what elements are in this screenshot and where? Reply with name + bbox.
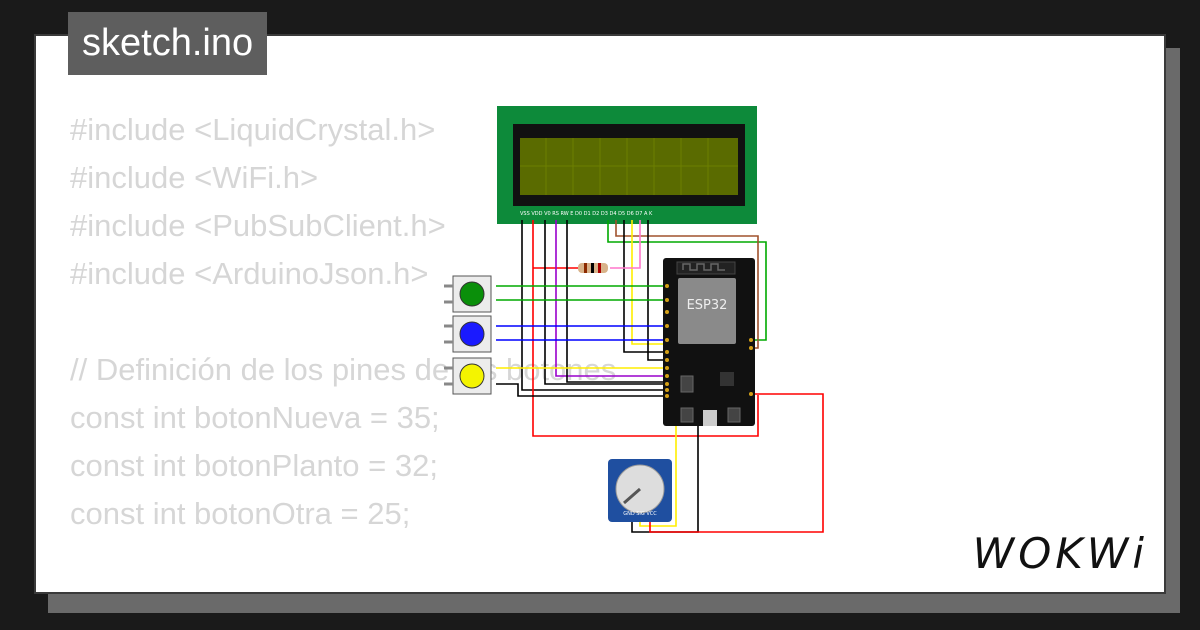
lcd-pin-labels: VSS VDD V0 RS RW E D0 D1 D2 D3 D4 D5 D6 …	[520, 211, 653, 217]
code-preview: #include <LiquidCrystal.h> #include <WiFi…	[70, 106, 616, 592]
lcd-display[interactable]: VSS VDD V0 RS RW E D0 D1 D2 D3 D4 D5 D6 …	[497, 106, 757, 224]
code-line: #include <PubSubClient.h>	[70, 208, 446, 243]
esp32-board[interactable]: ESP32	[663, 258, 755, 426]
code-line: #include <LiquidCrystal.h>	[70, 112, 436, 147]
button-blue[interactable]	[444, 315, 492, 353]
potentiometer[interactable]: GND SIG VCC	[608, 459, 672, 522]
code-line: const int botonNueva = 35;	[70, 400, 440, 435]
resistor[interactable]	[578, 263, 608, 273]
code-line: const int botonPlanto = 32;	[70, 448, 438, 483]
pot-pin-labels: GND SIG VCC	[623, 511, 657, 517]
esp32-label: ESP32	[687, 298, 728, 313]
code-line: #include <WiFi.h>	[70, 160, 319, 195]
code-line: #include <ArduinoJson.h>	[70, 256, 429, 291]
file-name-tab[interactable]: sketch.ino	[68, 12, 268, 75]
button-green[interactable]	[444, 275, 492, 313]
wokwi-logo: WOKWi	[972, 529, 1148, 578]
button-yellow[interactable]	[444, 357, 492, 395]
code-line: const int botonOtra = 25;	[70, 496, 411, 531]
